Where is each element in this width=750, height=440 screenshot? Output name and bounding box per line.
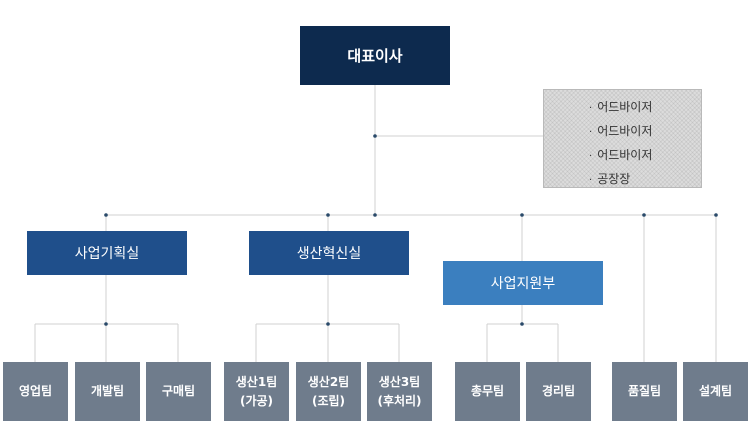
node-dot xyxy=(104,322,108,326)
team-quality-label: 품질팀 xyxy=(627,384,662,398)
dept-innovation-label: 생산혁신실 xyxy=(296,246,362,262)
node-dot xyxy=(104,213,108,217)
node-dot xyxy=(520,322,524,326)
team-purchasing-label: 구매팀 xyxy=(161,384,196,398)
bullet-icon: · xyxy=(589,175,593,186)
team-production3-name: 생산3팀 xyxy=(378,374,421,389)
node-dot xyxy=(326,213,330,217)
node-dot xyxy=(520,213,524,217)
team-quality-box: 품질팀 xyxy=(612,362,677,421)
advisor-label: 어드바이저 xyxy=(597,148,653,162)
team-design-label: 설계팀 xyxy=(698,384,733,398)
bullet-icon: · xyxy=(589,103,593,114)
team-sales-box: 영업팀 xyxy=(3,362,68,421)
advisor-item: · 어드바이저 xyxy=(589,144,652,168)
bullet-icon: · xyxy=(589,151,593,162)
node-dot xyxy=(373,213,377,217)
factory-manager-label: 공장장 xyxy=(597,172,631,186)
advisor-item: · 공장장 xyxy=(589,168,652,192)
team-accounting-label: 경리팀 xyxy=(541,384,576,398)
dept-planning-box: 사업기획실 xyxy=(27,231,187,275)
advisor-item: · 어드바이저 xyxy=(589,96,652,120)
team-production2-box: 생산2팀 (조립) xyxy=(296,362,361,421)
advisors-list: · 어드바이저 · 어드바이저 · 어드바이저 · 공장장 xyxy=(589,96,652,192)
dept-planning-label: 사업기획실 xyxy=(74,246,140,262)
team-development-box: 개발팀 xyxy=(75,362,140,421)
team-general-box: 총무팀 xyxy=(455,362,520,421)
dept-support-label: 사업지원부 xyxy=(490,276,556,292)
team-design-box: 설계팀 xyxy=(683,362,748,421)
node-dot xyxy=(326,322,330,326)
advisors-box: · 어드바이저 · 어드바이저 · 어드바이저 · 공장장 xyxy=(543,89,702,188)
team-production2-sub: (조립) xyxy=(311,393,346,408)
advisor-label: 어드바이저 xyxy=(597,124,653,138)
team-development-label: 개발팀 xyxy=(90,384,125,398)
team-general-label: 총무팀 xyxy=(470,384,505,398)
ceo-box: 대표이사 xyxy=(300,26,450,85)
node-dot xyxy=(642,213,646,217)
team-accounting-box: 경리팀 xyxy=(526,362,591,421)
team-sales-label: 영업팀 xyxy=(18,384,53,398)
team-production3-box: 생산3팀 (후처리) xyxy=(367,362,432,421)
team-production1-name: 생산1팀 xyxy=(235,374,278,389)
advisor-label: 어드바이저 xyxy=(597,100,653,114)
team-production3-sub: (후처리) xyxy=(377,393,422,408)
team-production1-sub: (가공) xyxy=(239,393,274,408)
advisor-item: · 어드바이저 xyxy=(589,120,652,144)
team-production1-box: 생산1팀 (가공) xyxy=(224,362,289,421)
team-purchasing-box: 구매팀 xyxy=(146,362,211,421)
node-dot xyxy=(714,213,718,217)
dept-support-box: 사업지원부 xyxy=(443,261,603,305)
team-production2-name: 생산2팀 xyxy=(307,374,350,389)
bullet-icon: · xyxy=(589,127,593,138)
ceo-label: 대표이사 xyxy=(347,47,403,65)
dept-innovation-box: 생산혁신실 xyxy=(249,231,409,275)
node-dot xyxy=(373,134,377,138)
